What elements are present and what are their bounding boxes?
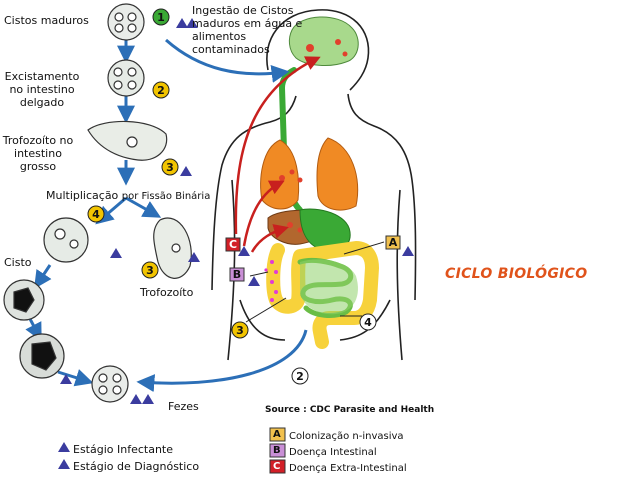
source-credit: Source : CDC Parasite and Health: [265, 405, 435, 415]
label-excistamento: Excistamento no intestino delgado: [4, 70, 80, 109]
legend-b-label: Doença Intestinal: [289, 447, 377, 458]
lung-left: [260, 139, 300, 210]
arrow-cyst-down-1: [34, 264, 52, 289]
step-2-number: 2: [157, 84, 165, 97]
step-1-number: 1: [157, 11, 165, 24]
svg-text:A: A: [389, 236, 398, 249]
lung-right: [316, 137, 359, 211]
legend-b-letter: B: [273, 445, 281, 456]
mature-cyst: [107, 3, 145, 41]
label-cisto: Cisto: [4, 256, 32, 269]
arrow-to-feces: [57, 369, 94, 387]
label-trofozoito-intestino: Trofozoíto no intestino grosso: [2, 134, 74, 173]
leader-b: [249, 271, 269, 277]
feces-return-arrow: [136, 329, 308, 393]
diagram-title: CICLO BIOLÓGICO: [445, 266, 588, 282]
body-step-3-number: 3: [236, 324, 244, 337]
excysting-cyst: [107, 59, 145, 97]
step-3-number: 3: [166, 161, 174, 174]
label-cistos-maduros: Cistos maduros: [4, 14, 89, 27]
cyst-in-feces: [91, 365, 129, 403]
multiplicacao-word: Multiplicação: [46, 189, 119, 202]
label-multiplicacao: Multiplicação por Fissão Binária: [46, 189, 210, 203]
brain-lesion: [335, 39, 341, 45]
step-3b-number: 3: [146, 264, 154, 277]
label-fezes: Fezes: [168, 400, 199, 413]
leader-a: [343, 241, 385, 255]
body-step-2-number: 2: [296, 370, 304, 383]
brain-lesion: [342, 51, 348, 57]
colon-lesions: [264, 260, 278, 302]
svg-text:B: B: [233, 268, 241, 281]
svg-text:C: C: [229, 238, 237, 251]
step-markers: 1 2 3 4 3 2 3 4: [87, 8, 377, 385]
invasion-arrow-brain: [234, 56, 321, 235]
legend-c-label: Doença Extra-Intestinal: [289, 463, 407, 474]
legend-a-letter: A: [273, 429, 281, 440]
arrow-branch-right: [125, 196, 162, 218]
leader-3: [245, 297, 287, 323]
legend-diagnostico: Estágio de Diagnóstico: [73, 460, 200, 473]
invasion-arrow-liver: [250, 224, 289, 253]
site-boxes: A B C: [225, 235, 401, 282]
legend-infectante: Estágio Infectante: [73, 443, 174, 456]
stage-badges: [60, 18, 414, 404]
legend-graphics: [58, 427, 286, 474]
legend-c-letter: C: [273, 461, 281, 472]
ingestion-arrow: [165, 38, 290, 83]
intestine-fill: [300, 259, 358, 315]
fissao-text: por Fissão Binária: [121, 191, 211, 202]
dividing-cyst: [43, 217, 89, 263]
invasion-arrow-lungs: [242, 180, 285, 247]
label-trofozoito: Trofozoíto: [140, 286, 194, 299]
step-4-number: 4: [92, 208, 100, 221]
brain-shape: [288, 16, 359, 66]
body-step-4-number: 4: [364, 316, 372, 329]
legend-a-label: Colonização n-invasiva: [289, 431, 404, 442]
brain-lesion: [306, 44, 314, 52]
label-ingestao: Ingestão de Cistos maduros em água e ali…: [192, 4, 303, 56]
